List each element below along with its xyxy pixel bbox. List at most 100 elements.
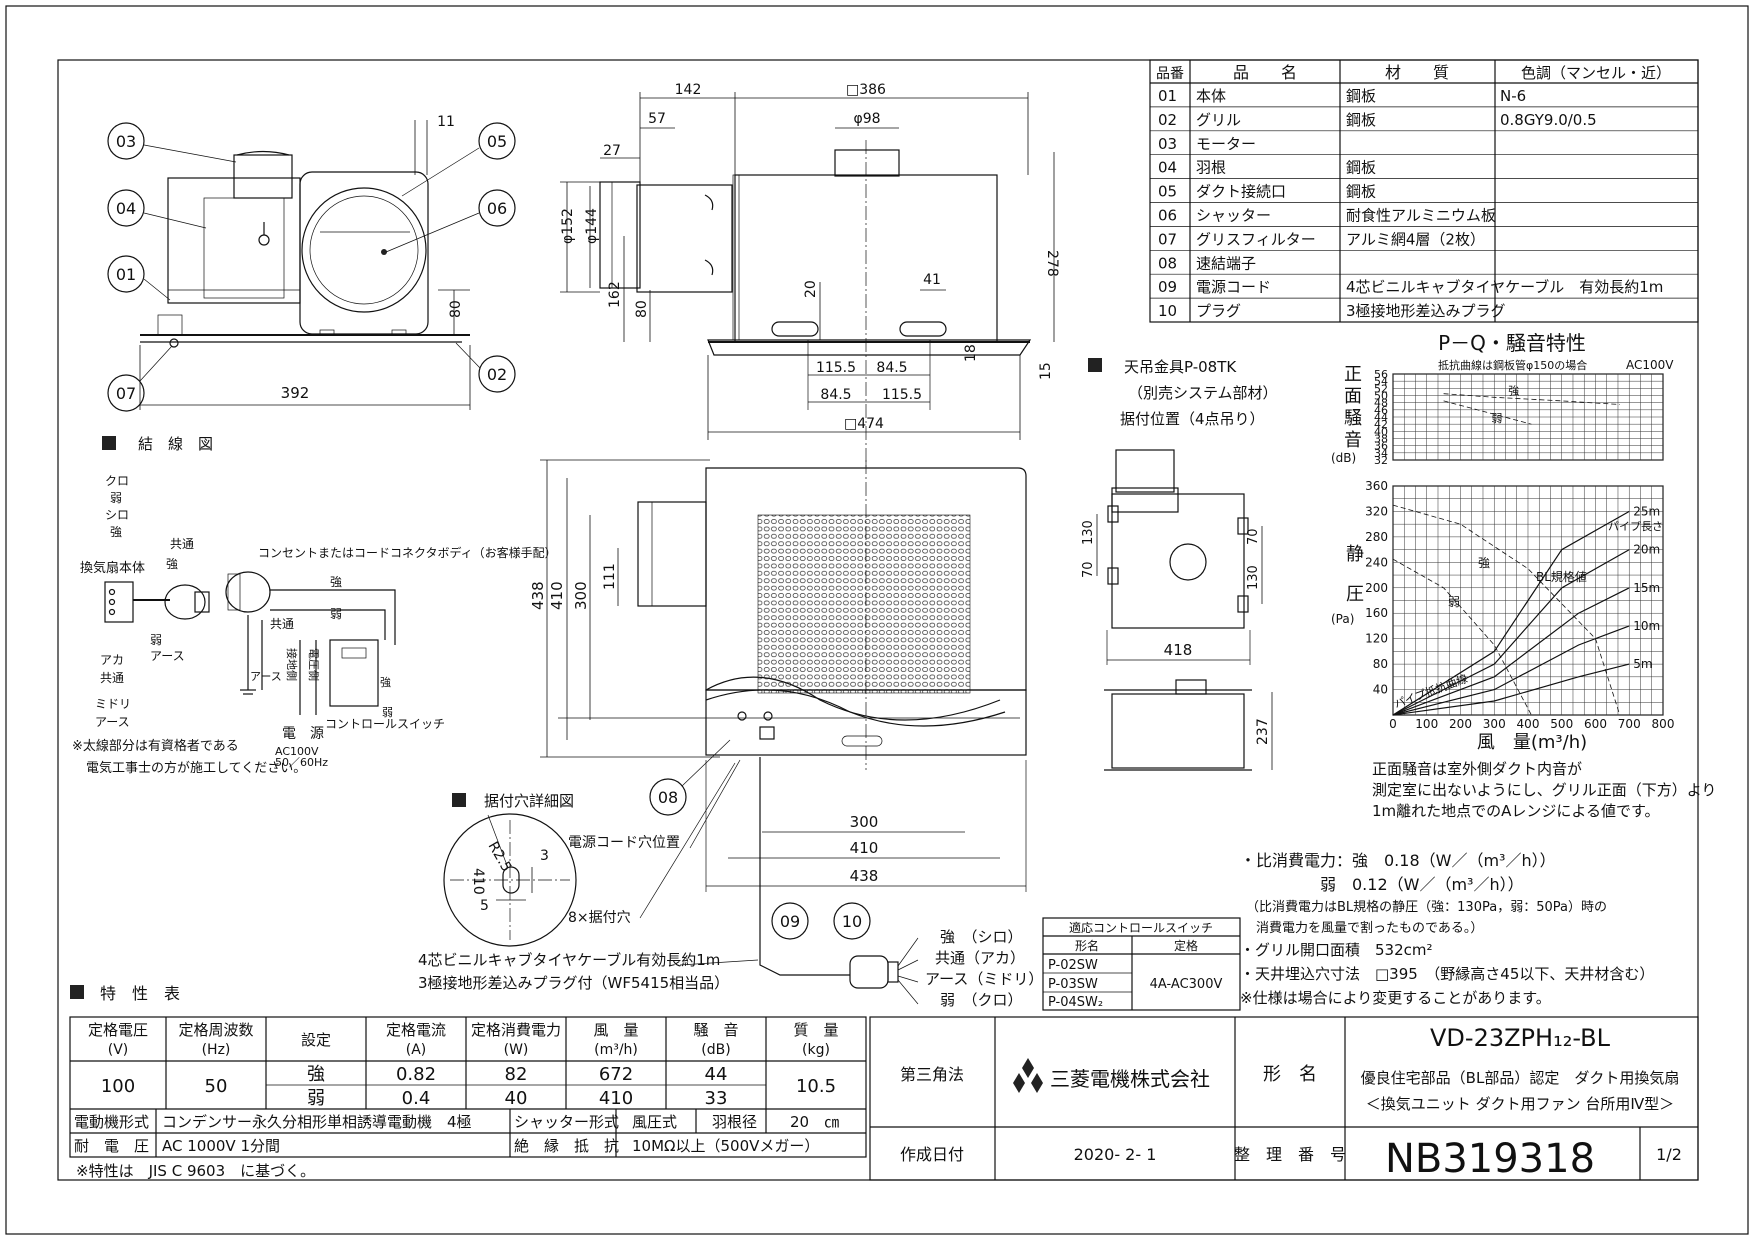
svg-text:P-04SW₂: P-04SW₂ bbox=[1048, 995, 1103, 1010]
spec-cell: 0.4 bbox=[402, 1088, 431, 1109]
svg-text:アカ: アカ bbox=[100, 653, 124, 667]
noise-series-line bbox=[1443, 393, 1620, 405]
parts-cell: 3極接地形差込みプラグ bbox=[1346, 302, 1506, 320]
svg-text:100: 100 bbox=[101, 1076, 135, 1097]
svg-text:P-03SW: P-03SW bbox=[1048, 977, 1098, 992]
spec-cell: 44 bbox=[705, 1064, 728, 1085]
spec-header: 定格電流 bbox=[386, 1021, 446, 1039]
pq-resistance-note: 抵抗曲線は鋼板管φ150の場合 bbox=[1438, 358, 1587, 372]
noise-tick-label: 50 bbox=[1374, 390, 1388, 403]
front-dim-84-5-a: 84.5 bbox=[876, 360, 907, 376]
spec-cell: 弱 bbox=[307, 1088, 325, 1109]
svg-text:03: 03 bbox=[116, 132, 136, 151]
title-block: 第三角法 三菱電機株式会社 形 名 VD-23ZPH₁₂-BL 優良住宅部品（B… bbox=[869, 1016, 1699, 1182]
callout-08: 08 bbox=[649, 739, 731, 816]
bottom-dim-300-v: 300 bbox=[572, 581, 590, 610]
spec-header-unit: (V) bbox=[108, 1042, 129, 1058]
parts-header-color: 色調（マンセル・近） bbox=[1521, 64, 1671, 82]
svg-text:整 理 番 号: 整 理 番 号 bbox=[1234, 1145, 1346, 1164]
spec-cell: 33 bbox=[705, 1088, 728, 1109]
parts-cell: 07 bbox=[1158, 230, 1177, 248]
noise-tick-label: 36 bbox=[1374, 440, 1388, 453]
spec-header-unit: (Hz) bbox=[202, 1042, 231, 1058]
spec-header-unit: (kg) bbox=[802, 1042, 830, 1058]
side-view: 11 80 392 03 04 01 07 05 06 02 bbox=[107, 114, 516, 412]
pipe-resistance-curve bbox=[1392, 549, 1630, 716]
x-tick-label: 700 bbox=[1618, 717, 1641, 731]
svg-text:強: 強 bbox=[1478, 556, 1490, 570]
parts-cell: 本体 bbox=[1196, 87, 1226, 105]
noise-series-label: 強 bbox=[1508, 384, 1519, 397]
noise-tick-label: 54 bbox=[1374, 375, 1388, 388]
parts-cell: 08 bbox=[1158, 254, 1177, 272]
parts-cell: 耐食性アルミニウム板 bbox=[1346, 207, 1496, 225]
pq-voltage: AC100V bbox=[1626, 358, 1674, 372]
svg-text:弱 （クロ）: 弱 （クロ） bbox=[940, 991, 1023, 1009]
parts-cell: 鋼板 bbox=[1346, 159, 1376, 177]
parts-cell: 02 bbox=[1158, 111, 1177, 129]
svg-text:(Pa): (Pa) bbox=[1331, 612, 1354, 626]
svg-text:共通（アカ）: 共通（アカ） bbox=[935, 949, 1025, 967]
svg-text:強: 強 bbox=[380, 676, 391, 689]
svg-text:10MΩ以上（500Vメガー）: 10MΩ以上（500Vメガー） bbox=[632, 1137, 819, 1155]
x-tick-label: 800 bbox=[1652, 717, 1675, 731]
pipe-resistance-curve bbox=[1392, 625, 1630, 716]
parts-cell: 05 bbox=[1158, 183, 1177, 201]
callout-03: 03 bbox=[107, 122, 237, 163]
bottom-dim-111: 111 bbox=[602, 563, 618, 590]
svg-text:・比消費電力：強 0.18（W／（m³／h））: ・比消費電力：強 0.18（W／（m³／h）） bbox=[1240, 851, 1556, 870]
svg-text:形 名: 形 名 bbox=[1263, 1064, 1317, 1085]
svg-text:耐 電 圧: 耐 電 圧 bbox=[74, 1137, 149, 1155]
svg-text:01: 01 bbox=[116, 265, 136, 284]
noise-series-label: 弱 bbox=[1491, 412, 1502, 425]
svg-text:騒: 騒 bbox=[1344, 408, 1362, 429]
model-name: VD-23ZPH₁₂-BL bbox=[1430, 1024, 1611, 1052]
wiring-control-switch: コントロールスイッチ bbox=[325, 717, 445, 731]
spec-cell: 82 bbox=[505, 1064, 528, 1085]
parts-header-material: 材 質 bbox=[1385, 63, 1449, 82]
svg-text:130: 130 bbox=[1081, 520, 1096, 545]
front-dim-57: 57 bbox=[648, 111, 666, 127]
svg-text:05: 05 bbox=[487, 132, 507, 151]
svg-text:正: 正 bbox=[1344, 364, 1362, 385]
pressure-tick-label: 320 bbox=[1365, 504, 1388, 518]
pipe-resistance-curve bbox=[1392, 663, 1630, 716]
parts-cell: 01 bbox=[1158, 87, 1177, 105]
parts-cell: 羽根 bbox=[1196, 159, 1226, 177]
svg-text:接地側: 接地側 bbox=[285, 648, 298, 681]
pq-chart: P－Q・騒音特性 抵抗曲線は鋼板管φ150の場合 AC100V 正 面 騒 音 … bbox=[1331, 331, 1674, 753]
front-dim-115-5-a: 115.5 bbox=[816, 360, 856, 376]
spec-header: 風 量 bbox=[593, 1021, 638, 1039]
svg-text:04: 04 bbox=[116, 199, 136, 218]
spec-header: 設定 bbox=[301, 1031, 331, 1049]
spec-header: 定格周波数 bbox=[178, 1021, 253, 1039]
spec-header-unit: (dB) bbox=[701, 1042, 730, 1058]
mitsubishi-logo-icon bbox=[1013, 1058, 1043, 1093]
svg-text:圧: 圧 bbox=[1346, 584, 1364, 605]
front-dim-80: 80 bbox=[634, 300, 650, 318]
x-tick-label: 400 bbox=[1517, 717, 1540, 731]
svg-text:AC 1000V 1分間: AC 1000V 1分間 bbox=[162, 1137, 280, 1155]
wiring-outlet-note: コンセントまたはコードコネクタボディ（お客様手配） bbox=[258, 545, 557, 560]
spec-header: 定格電圧 bbox=[88, 1021, 148, 1039]
noise-tick-label: 44 bbox=[1374, 411, 1388, 424]
spec-cell: 強 bbox=[307, 1064, 325, 1085]
svg-text:10: 10 bbox=[842, 912, 862, 931]
bracket-title: 天吊金具P-08TK bbox=[1124, 358, 1237, 376]
svg-text:130: 130 bbox=[1246, 565, 1261, 590]
front-dim-115-5-b: 115.5 bbox=[882, 387, 922, 403]
svg-text:第三角法: 第三角法 bbox=[900, 1065, 964, 1084]
parts-cell: モーター bbox=[1196, 135, 1256, 153]
pipe-resistance-curve bbox=[1392, 510, 1630, 716]
svg-text:弱 0.12（W／（m³／h））: 弱 0.12（W／（m³／h）） bbox=[1320, 875, 1524, 894]
svg-text:電動機形式: 電動機形式 bbox=[74, 1113, 149, 1131]
svg-text:シャッター形式: シャッター形式 bbox=[514, 1113, 619, 1131]
mount-detail: 据付穴詳細図 R2.5 410 3 5 bbox=[443, 792, 577, 947]
mount-holes-label: 8×据付穴 bbox=[568, 910, 631, 926]
svg-text:共通: 共通 bbox=[100, 671, 124, 685]
svg-text:（比消費電力はBL規格の静圧（強：130Pa，弱：50Pa）: （比消費電力はBL規格の静圧（強：130Pa，弱：50Pa）時の bbox=[1246, 899, 1607, 915]
bottom-dim-410-v: 410 bbox=[548, 581, 566, 610]
noise-tick-label: 48 bbox=[1374, 397, 1388, 410]
svg-text:面: 面 bbox=[1344, 386, 1362, 407]
svg-text:70: 70 bbox=[1081, 561, 1096, 578]
